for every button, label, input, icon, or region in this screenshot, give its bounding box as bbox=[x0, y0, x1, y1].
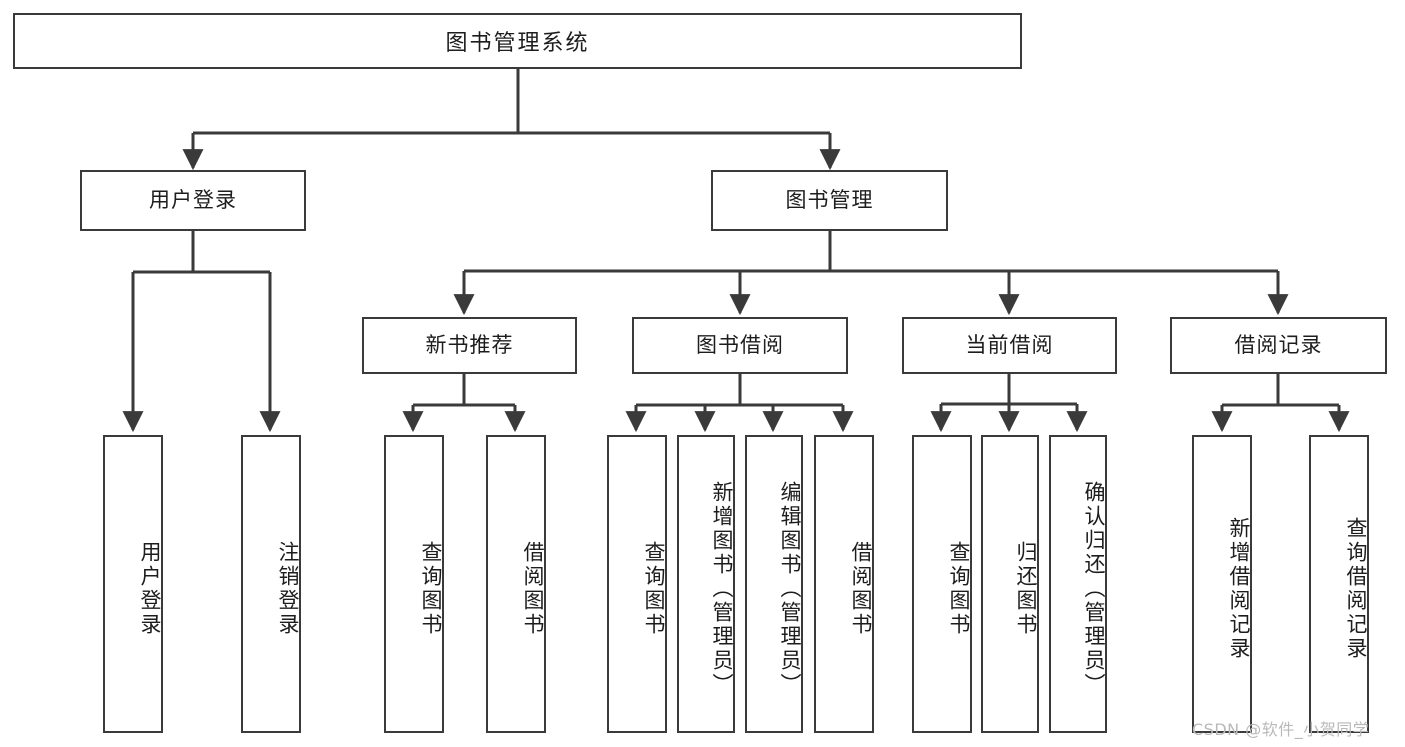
leaf-edit-book-label: 编辑图书（管理员） bbox=[778, 481, 802, 697]
leaf-add-book-label: 新增图书（管理员） bbox=[710, 481, 734, 697]
leaf-borrow-book-new-recommend[interactable]: 借阅图书 bbox=[486, 435, 546, 733]
node-book-management[interactable]: 图书管理 bbox=[711, 170, 948, 231]
leaf-add-borrow-record[interactable]: 新增借阅记录 bbox=[1192, 435, 1252, 733]
leaf-query-book-borrow[interactable]: 查询图书 bbox=[607, 435, 667, 733]
node-current-borrow-label: 当前借阅 bbox=[965, 332, 1054, 357]
leaf-query-book-new-recommend[interactable]: 查询图书 bbox=[384, 435, 444, 733]
leaf-add-book[interactable]: 新增图书（管理员） bbox=[677, 435, 735, 733]
leaf-return-book[interactable]: 归还图书 bbox=[981, 435, 1039, 733]
node-borrow-record[interactable]: 借阅记录 bbox=[1170, 317, 1387, 374]
leaf-logout-login[interactable]: 注销登录 bbox=[241, 435, 301, 733]
node-user-login-label: 用户登录 bbox=[149, 187, 237, 212]
csdn-watermark: CSDN @软件_小贺同学 bbox=[1192, 720, 1370, 739]
node-new-book-recommend-label: 新书推荐 bbox=[425, 332, 514, 357]
leaf-add-borrow-record-label: 新增借阅记录 bbox=[1227, 517, 1251, 661]
leaf-borrow-book-borrow-label: 借阅图书 bbox=[849, 541, 873, 637]
node-book-borrow[interactable]: 图书借阅 bbox=[632, 317, 848, 374]
leaf-confirm-return[interactable]: 确认归还（管理员） bbox=[1049, 435, 1107, 733]
leaf-borrow-book-new-recommend-label: 借阅图书 bbox=[521, 541, 545, 637]
leaf-user-login[interactable]: 用户登录 bbox=[103, 435, 163, 733]
node-root-system[interactable]: 图书管理系统 bbox=[13, 13, 1022, 69]
leaf-query-book-current-label: 查询图书 bbox=[947, 541, 971, 637]
leaf-query-book-new-recommend-label: 查询图书 bbox=[419, 541, 443, 637]
node-current-borrow[interactable]: 当前借阅 bbox=[902, 317, 1117, 374]
node-borrow-record-label: 借阅记录 bbox=[1234, 332, 1323, 357]
leaf-borrow-book-borrow[interactable]: 借阅图书 bbox=[814, 435, 874, 733]
leaf-query-book-current[interactable]: 查询图书 bbox=[912, 435, 972, 733]
leaf-return-book-label: 归还图书 bbox=[1014, 541, 1038, 637]
node-new-book-recommend[interactable]: 新书推荐 bbox=[362, 317, 577, 374]
leaf-query-book-borrow-label: 查询图书 bbox=[642, 541, 666, 637]
leaf-user-login-label: 用户登录 bbox=[138, 541, 162, 637]
node-book-borrow-label: 图书借阅 bbox=[696, 332, 784, 357]
node-root-system-label: 图书管理系统 bbox=[445, 31, 590, 56]
leaf-query-borrow-record[interactable]: 查询借阅记录 bbox=[1309, 435, 1369, 733]
leaf-edit-book[interactable]: 编辑图书（管理员） bbox=[745, 435, 803, 733]
node-book-management-label: 图书管理 bbox=[785, 187, 874, 212]
leaf-logout-login-label: 注销登录 bbox=[276, 541, 300, 637]
leaf-query-borrow-record-label: 查询借阅记录 bbox=[1344, 517, 1368, 661]
leaf-confirm-return-label: 确认归还（管理员） bbox=[1082, 481, 1106, 697]
node-user-login[interactable]: 用户登录 bbox=[80, 170, 306, 231]
